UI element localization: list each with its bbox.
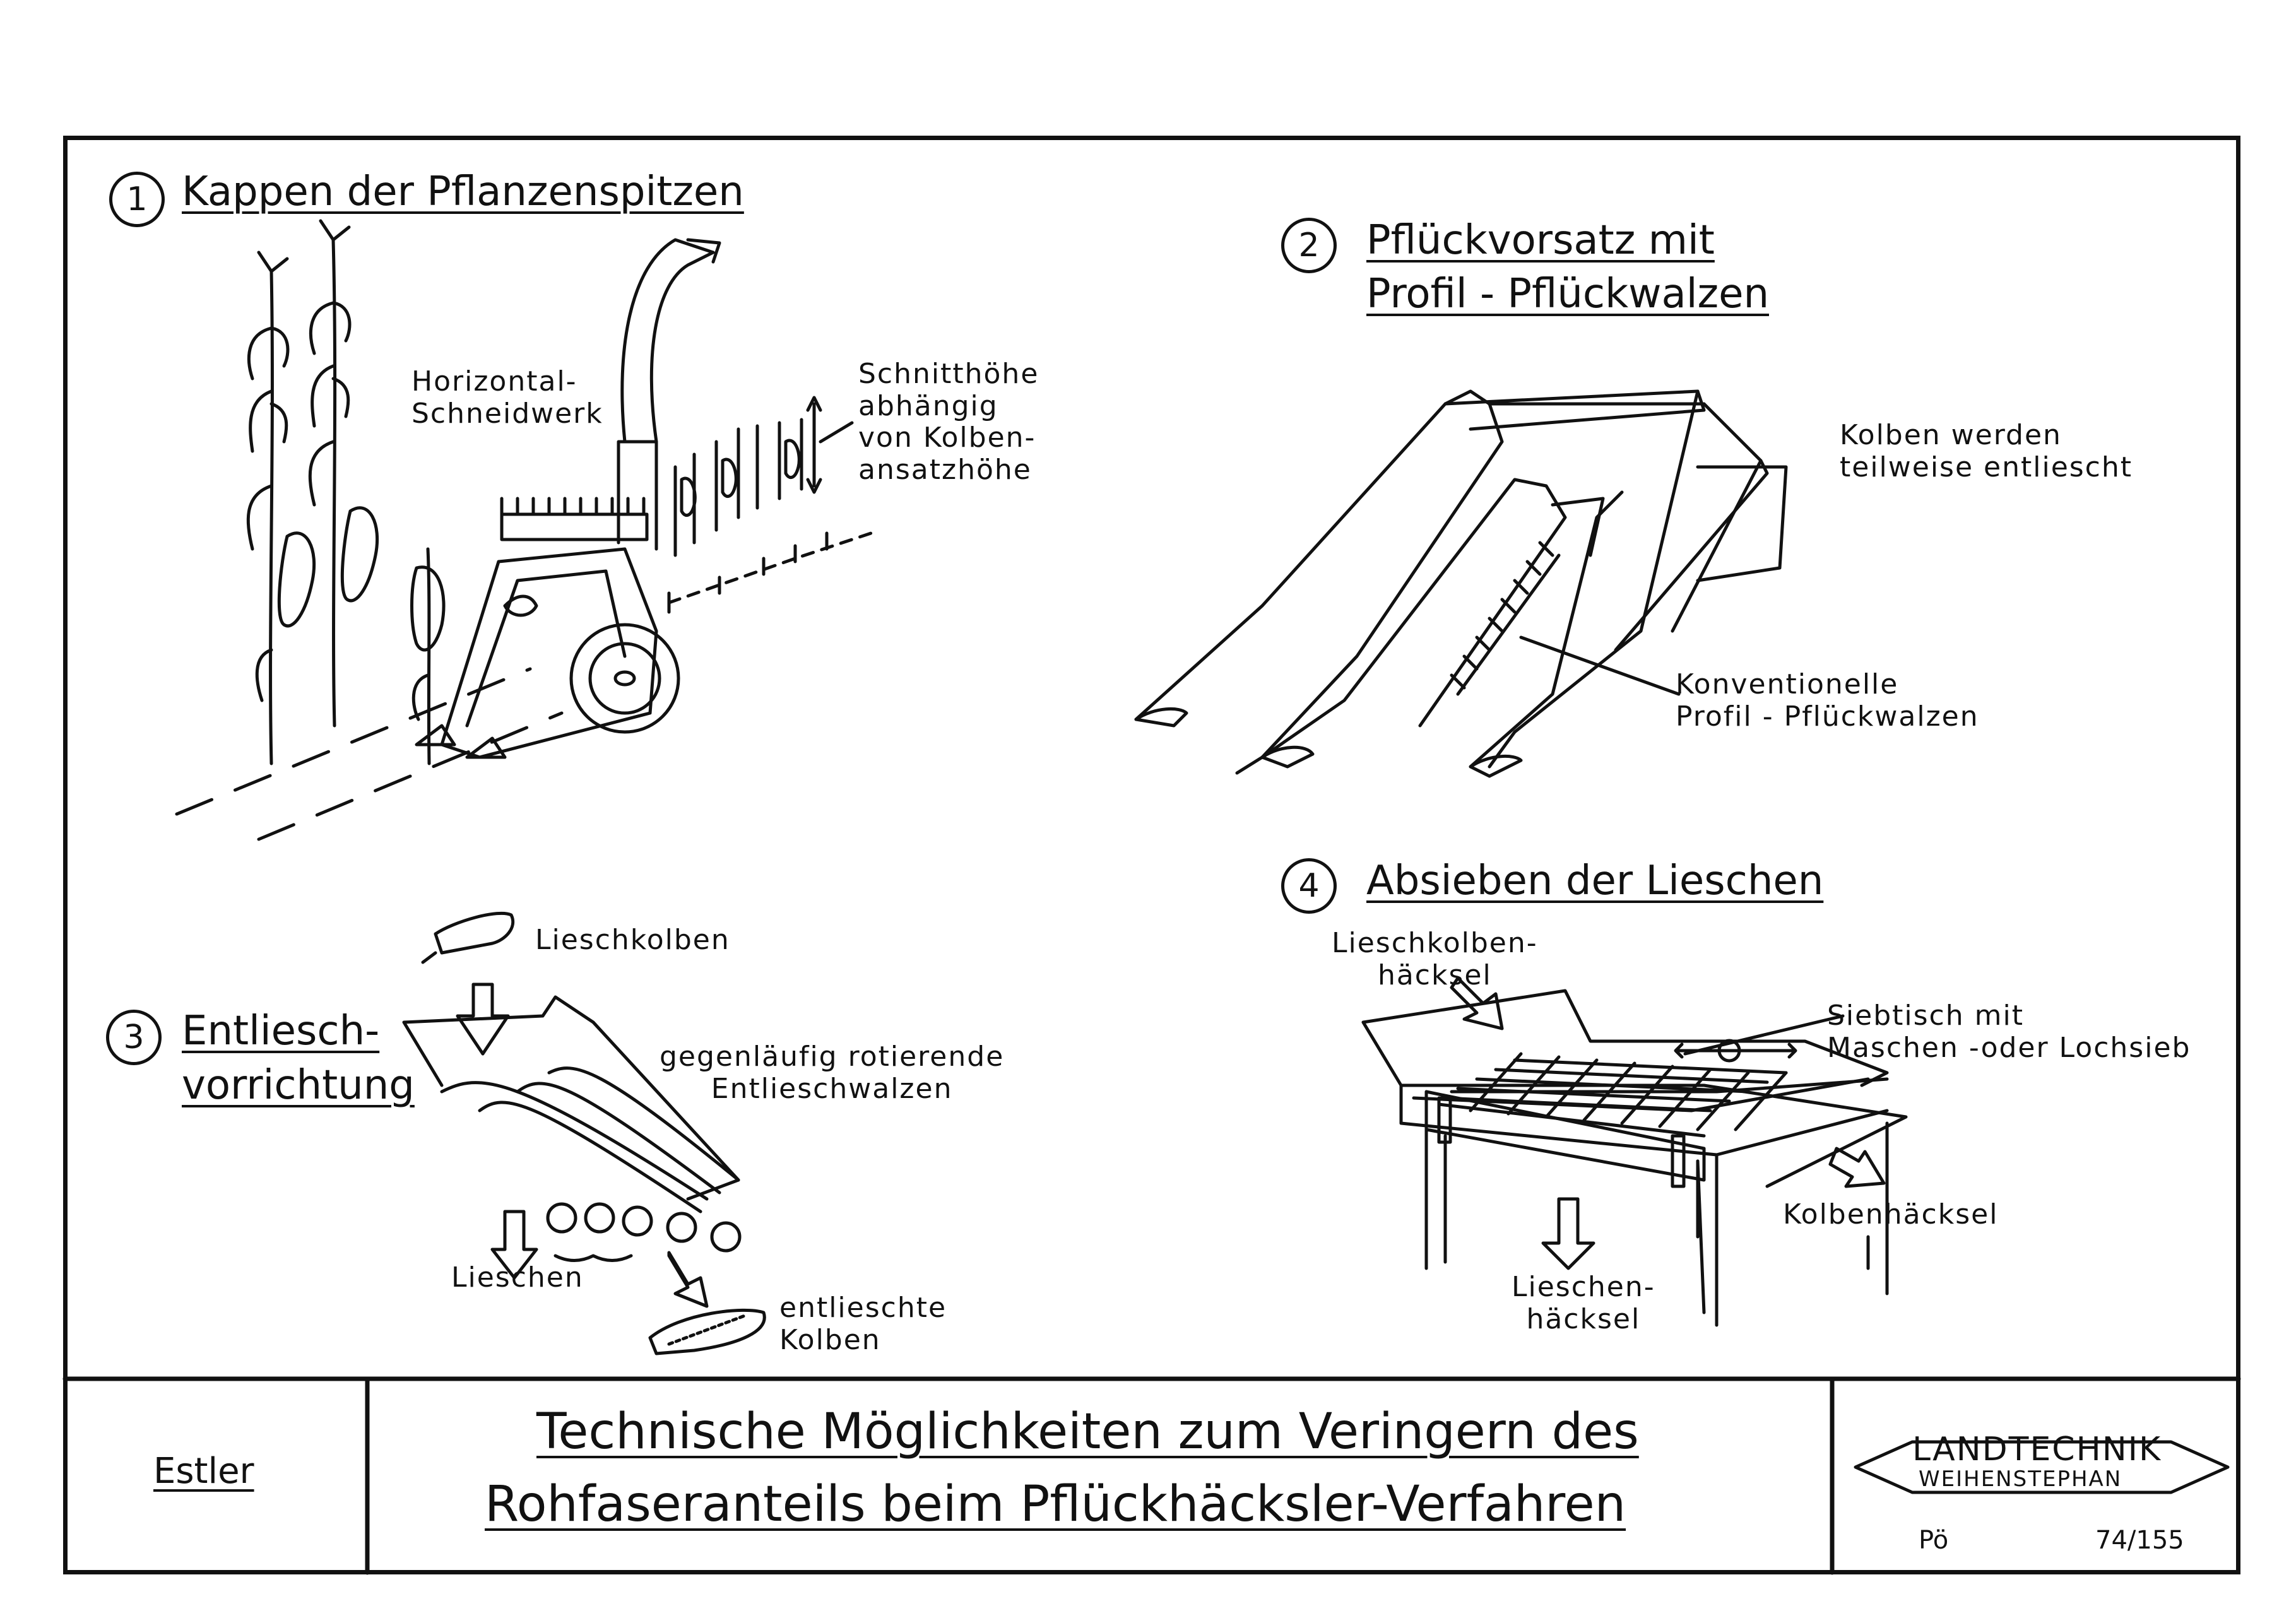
section-3-heading-line1: Entliesch- (182, 1008, 380, 1054)
label-chopped-ears-output: Kolbenhäcksel (1783, 1198, 1999, 1231)
section-3-number: 3 (106, 1010, 162, 1065)
sieve-table (1361, 976, 1908, 1327)
maize-plant-1 (246, 251, 316, 765)
husking-device (402, 911, 766, 1355)
sheet-title-line1: Technische Möglichkeiten zum Veringern d… (536, 1403, 1639, 1460)
label-horizontal-cutter: Horizontal- Schneidwerk (411, 365, 603, 430)
picking-header (1134, 389, 1788, 778)
label-husked-ear-input: Lieschkolben (535, 924, 730, 956)
label-chopped-husked-ears: Lieschkolben- häcksel (1332, 927, 1538, 991)
drawing-frame (63, 136, 2240, 1574)
section-2-heading-line2: Profil - Pflückwalzen (1366, 271, 1769, 317)
maize-plant-cut (410, 547, 446, 765)
author-name: Estler (153, 1451, 254, 1492)
section-4-heading: Absieben der Lieschen (1366, 858, 1824, 904)
section-1-number: 1 (109, 172, 165, 227)
label-husks: Lieschen (451, 1261, 584, 1294)
height-arrow (806, 396, 854, 494)
label-cut-height: Schnitthöhe abhängig von Kolben- ansatzh… (858, 358, 1039, 486)
maize-plant-2 (308, 219, 379, 728)
logo-landtechnik: LANDTECHNIK (1912, 1431, 2162, 1468)
logo-weihenstephan: WEIHENSTEPHAN (1919, 1467, 2122, 1492)
sheet-title-line2: Rohfaseranteils beim Pflückhäcksler-Verf… (485, 1476, 1626, 1533)
landtechnik-logo-frame (1854, 1440, 2230, 1494)
label-chopped-husks-output: Lieschen- häcksel (1512, 1271, 1655, 1335)
cut-stubble-row (667, 418, 873, 614)
label-ears-partially-husked: Kolben werden teilweise entliescht (1840, 419, 2133, 483)
sheet-number: 74/155 (2095, 1526, 2184, 1555)
label-picking-rollers: Konventionelle Profil - Pflückwalzen (1676, 668, 1979, 733)
section-2-number: 2 (1281, 218, 1337, 273)
section-4-number: 4 (1281, 858, 1337, 914)
label-sieve-table: Siebtisch mit Maschen -oder Lochsieb (1827, 1000, 2191, 1064)
label-counter-rotating-rollers: gegenläufig rotierende Entlieschwalzen (660, 1041, 1005, 1105)
harvester (415, 238, 721, 759)
section-1-heading: Kappen der Pflanzenspitzen (182, 168, 744, 215)
label-husked-ears-output: entlieschte Kolben (779, 1292, 947, 1356)
field-ground-lines (175, 667, 564, 841)
section-2-heading-line1: Pflückvorsatz mit (1366, 217, 1715, 264)
section-3-heading-line2: vorrichtung (182, 1062, 415, 1109)
drafter-initials: Pö (1919, 1526, 1949, 1555)
